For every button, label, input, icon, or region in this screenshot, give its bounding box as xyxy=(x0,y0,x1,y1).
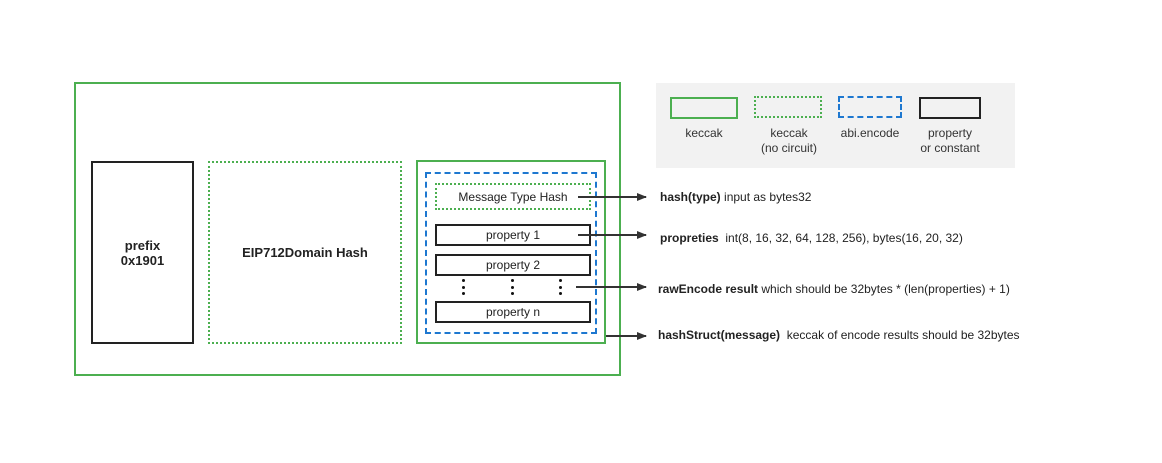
legend-abi-encode-swatch xyxy=(838,96,902,118)
ellipsis-dots-right xyxy=(559,279,565,295)
property-2-label: property 2 xyxy=(485,258,541,272)
message-type-hash-label: Message Type Hash xyxy=(458,189,568,204)
note-hash-struct: hashStruct(message) keccak of encode res… xyxy=(658,328,1020,342)
hash-struct-box xyxy=(416,160,606,344)
legend-keccak-no-circuit-swatch xyxy=(754,96,822,118)
prefix-box: prefix 0x1901 xyxy=(91,161,194,344)
legend-keccak-swatch xyxy=(670,97,738,119)
note-properties: propreties int(8, 16, 32, 64, 128, 256),… xyxy=(660,231,963,245)
legend-panel: keccak keccak (no circuit) abi.encode pr… xyxy=(656,83,1015,168)
property-2-box: property 2 xyxy=(435,254,591,276)
legend-property-label: property or constant xyxy=(920,126,980,155)
property-n-label: property n xyxy=(485,305,541,319)
legend-keccak-label: keccak xyxy=(685,126,723,140)
ellipsis-dots-middle xyxy=(511,279,517,295)
outer-keccak-box xyxy=(74,82,621,376)
legend-property-swatch xyxy=(919,97,981,119)
domain-hash-box: EIP712Domain Hash xyxy=(208,161,402,344)
domain-hash-label: EIP712Domain Hash xyxy=(242,245,368,260)
property-n-box: property n xyxy=(435,301,591,323)
legend-keccak-no-circuit-label: keccak (no circuit) xyxy=(760,126,817,155)
ellipsis-dots-left xyxy=(462,279,468,295)
abi-encode-box xyxy=(425,172,597,334)
note-type-hash: hash(type) input as bytes32 xyxy=(660,190,812,204)
legend-abi-encode-label: abi.encode xyxy=(840,126,900,140)
note-raw-encode: rawEncode result which should be 32bytes… xyxy=(658,282,1010,296)
prefix-label: prefix xyxy=(124,237,161,253)
property-1-label: property 1 xyxy=(485,228,541,242)
prefix-value: 0x1901 xyxy=(120,252,165,268)
